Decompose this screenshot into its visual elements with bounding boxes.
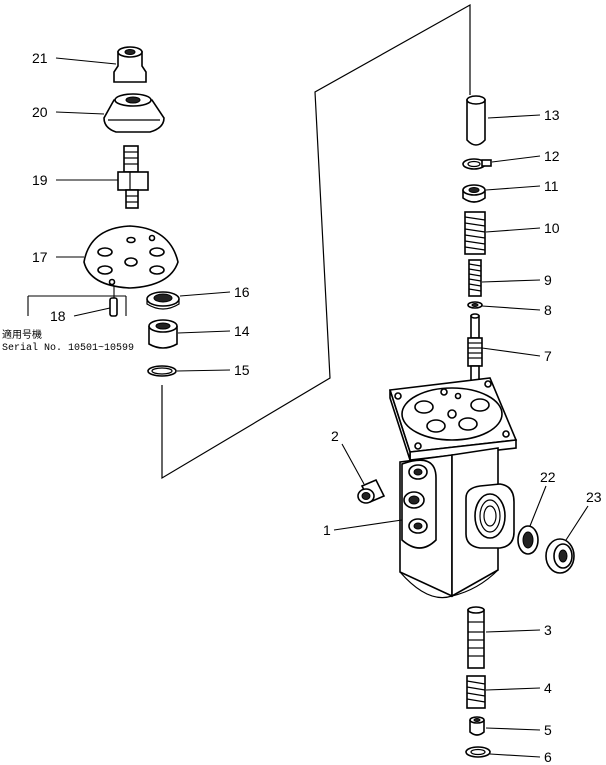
part-2-plug — [357, 478, 386, 504]
label-part-16: 16 — [234, 284, 250, 300]
part-8-washer — [467, 301, 483, 309]
part-3-lower-spool — [467, 606, 485, 669]
part-1-valve-body — [388, 377, 518, 599]
label-part-12: 12 — [544, 148, 560, 164]
label-part-6: 6 — [544, 749, 552, 765]
label-part-8: 8 — [544, 302, 552, 318]
leader-lines — [27, 57, 589, 758]
part-4-lower-spring — [466, 675, 486, 709]
part-10-outer-spring — [464, 211, 486, 255]
part-7-spool — [467, 313, 483, 389]
label-part-20: 20 — [32, 104, 48, 120]
label-part-4: 4 — [544, 680, 552, 696]
label-part-1: 1 — [323, 522, 331, 538]
label-part-21: 21 — [32, 50, 48, 66]
label-part-18: 18 — [50, 308, 66, 324]
note-japanese: 適用号機 — [2, 328, 42, 342]
label-part-23: 23 — [586, 489, 602, 505]
part-22-seal-ring — [517, 525, 539, 555]
part-13-piston — [466, 95, 486, 146]
label-part-10: 10 — [544, 220, 560, 236]
part-11-retainer — [462, 184, 486, 203]
part-15-o-ring — [147, 365, 177, 377]
part-5-seat — [469, 716, 485, 736]
part-labels: 21 20 19 17 18 16 14 15 13 12 11 10 9 8 … — [32, 50, 602, 765]
label-part-14: 14 — [234, 323, 250, 339]
note-serial-range: Serial No. 10501~10599 — [2, 342, 134, 354]
part-19-plunger — [117, 145, 149, 209]
part-14-bushing — [148, 319, 178, 349]
label-part-19: 19 — [32, 172, 48, 188]
label-part-2: 2 — [331, 428, 339, 444]
part-6-ring — [465, 746, 491, 758]
part-17-plate — [83, 225, 179, 289]
label-part-9: 9 — [544, 272, 552, 288]
label-part-15: 15 — [234, 362, 250, 378]
part-18-pin — [109, 297, 118, 317]
part-16-seal — [146, 291, 180, 310]
label-part-5: 5 — [544, 722, 552, 738]
label-part-17: 17 — [32, 249, 48, 265]
label-part-11: 11 — [544, 178, 559, 194]
serial-applicability-note: 適用号機 Serial No. 10501~10599 — [2, 328, 134, 354]
part-20-boot — [103, 93, 165, 133]
part-12-clip — [462, 158, 492, 170]
part-9-inner-spring — [468, 259, 482, 297]
label-part-22: 22 — [540, 469, 556, 485]
part-21-cap — [113, 46, 147, 83]
label-part-13: 13 — [544, 107, 560, 123]
label-part-7: 7 — [544, 348, 552, 364]
assembly-frame-lines — [161, 3, 471, 480]
part-23-cover-plug — [545, 538, 575, 574]
label-part-3: 3 — [544, 622, 552, 638]
